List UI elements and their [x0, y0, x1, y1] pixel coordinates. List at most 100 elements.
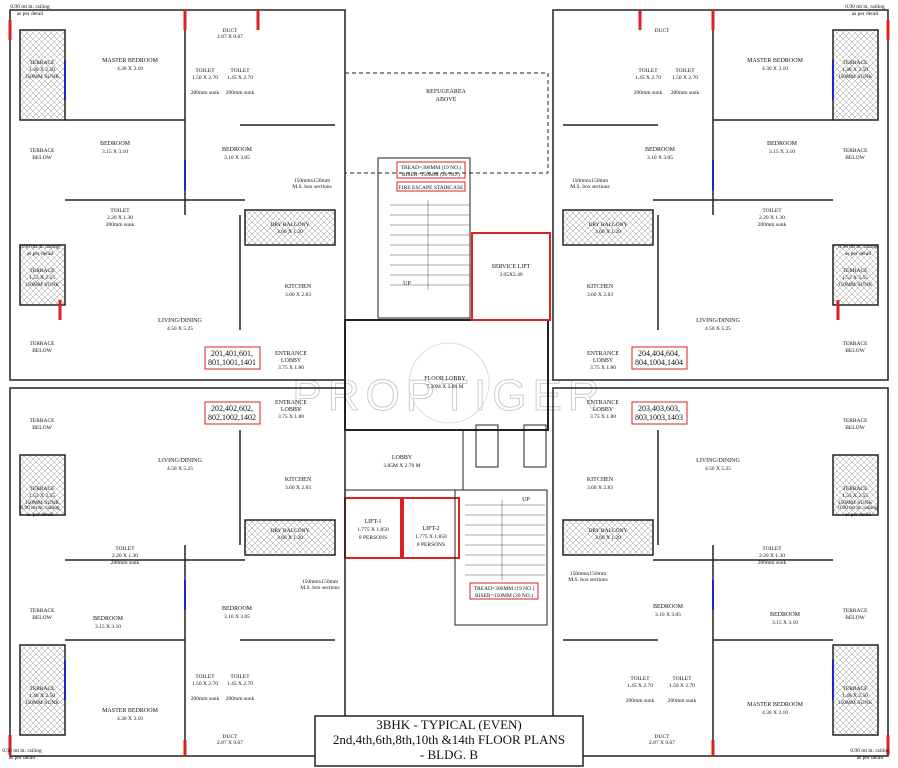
plan-label: BEDROOM	[222, 606, 253, 612]
plan-label: 1.50 X 2.70	[192, 75, 218, 81]
labels-bottom-right: ENTRANCE LOBBY 3.75 X 1.80 203,403,603, …	[568, 400, 890, 761]
plan-label: 2.20 X 1.30	[759, 553, 785, 559]
plan-label: TOILET	[672, 676, 692, 682]
plan-label: 804,1004,1404	[635, 358, 683, 367]
plan-label: 2.20 X 1.30	[107, 215, 133, 221]
plan-label: 200mm sunk	[671, 90, 700, 96]
plan-label: 1.50 X 2.70	[672, 75, 698, 81]
plan-label: 1.45 X 2.70	[227, 75, 253, 81]
plan-label: 200mm sunk	[758, 560, 787, 566]
flat-outlines	[9, 9, 889, 757]
lobby-label: LOBBY	[392, 455, 413, 461]
plan-label: TERRACE	[842, 268, 868, 274]
plan-label: 0.90 mt ht. railing	[2, 748, 42, 754]
plan-label: ENTRANCE	[275, 400, 307, 406]
plan-label: 200mm sunk	[111, 560, 140, 566]
plan-label: 1.45 X 2.70	[227, 681, 253, 687]
plan-label: 803,1003,1403	[635, 413, 683, 422]
plan-label: 3.60 X 1.20	[277, 229, 303, 235]
plan-label: TOILET	[230, 674, 250, 680]
plan-label: 200mm sunk	[191, 90, 220, 96]
plan-label: 150mmx150mm	[570, 571, 607, 577]
plan-label: 2.20 X 1.30	[112, 553, 138, 559]
plan-label: LOBBY	[281, 358, 302, 364]
flat-bottom-right-outline	[552, 387, 889, 757]
plan-label: 3.60 X 2.83	[285, 485, 311, 491]
terrace-mid-bottom-left	[19, 454, 66, 516]
room-bedroom: BEDROOM	[767, 141, 798, 147]
plan-label: TOILET	[762, 546, 782, 552]
plan-label: TOILET	[638, 68, 658, 74]
plan-label: BELOW	[845, 615, 865, 621]
plan-label: 0.90 mt ht. railing	[850, 748, 890, 754]
plan-label: as per detail	[27, 512, 54, 518]
plan-label: 3.15 X 3.10	[102, 149, 128, 155]
lift-2-shaft	[402, 497, 460, 559]
column-markers	[8, 10, 890, 756]
plan-label: 3.15 X 3.10	[95, 624, 121, 630]
room-master-bedroom: MASTER BEDROOM	[747, 58, 804, 64]
room-master-bedroom: MASTER BEDROOM	[102, 58, 159, 64]
fire-staircase-outline	[377, 157, 471, 319]
flat-number-box	[204, 401, 261, 425]
plan-label: KITCHEN	[285, 477, 312, 483]
flat-number-box	[631, 346, 688, 370]
tread-note: TREAD=300MM (19 NO.)	[401, 164, 462, 171]
room-terrace: TERRACE	[29, 268, 55, 274]
plan-label: ENTRANCE	[587, 351, 619, 357]
plan-label: BEDROOM	[653, 604, 684, 610]
plan-label: RISER=150MM (20 NO.)	[475, 592, 533, 599]
plan-label: 801,1001,1401	[208, 358, 256, 367]
window-markers	[64, 60, 834, 700]
flat-number-box	[631, 401, 688, 425]
plan-label: ABOVE	[436, 97, 457, 103]
plan-label: 1.50 X 2.70	[669, 683, 695, 689]
plan-label: 8 PERSONS	[359, 535, 387, 541]
plan-label: 3.15 X 3.10	[769, 149, 795, 155]
plan-label: 150MM SUNK	[25, 74, 59, 80]
plan-label: 7.20M X 3.86 M	[426, 384, 463, 390]
room-toilet: TOILET	[110, 208, 130, 214]
terrace-mid-right	[832, 244, 879, 306]
floor-lobby-label: FLOOR LOBBY	[424, 376, 466, 382]
plan-label: 3.60 X 1.20	[595, 535, 621, 541]
dry-balcony-bottom-left	[244, 519, 336, 556]
plan-label: DRY BALCONY	[588, 528, 627, 534]
service-lift-shaft	[471, 232, 551, 321]
plan-label: 200mm sunk	[106, 222, 135, 228]
plan-label: 3.75 X 1.80	[590, 414, 616, 420]
room-dry-balcony: DRY BALCONY	[270, 222, 309, 228]
plan-label: TOILET	[630, 676, 650, 682]
plan-label: 200mm sunk	[626, 698, 655, 704]
plan-label: 4.30 X 3.10	[117, 66, 143, 72]
lower-staircase-outline	[454, 489, 548, 626]
plan-label: 150MM SUNK	[838, 500, 872, 506]
plan-label: M.S. box sections	[300, 585, 339, 591]
plan-label: BELOW	[845, 425, 865, 431]
plan-label: ENTRANCE	[587, 400, 619, 406]
room-toilet: TOILET	[230, 68, 250, 74]
room-bedroom: BEDROOM	[222, 147, 253, 153]
plan-label: TERRACE	[29, 486, 55, 492]
room-kitchen: KITCHEN	[587, 284, 614, 290]
railing-note: 0.90 mt ht. railing	[10, 4, 50, 10]
plan-label: TERRACE	[842, 418, 868, 424]
plan-label: 2.87 X 0.67	[217, 740, 243, 746]
plan-label: 3.75 X 1.80	[278, 414, 304, 420]
dry-balcony-top-right	[562, 209, 654, 246]
plan-label: 200mm sunk	[634, 90, 663, 96]
title-block: 3BHK - TYPICAL (EVEN) 2nd,4th,6th,8th,10…	[314, 715, 584, 767]
labels-top-left: MASTER BEDROOM 4.30 X 3.10 TOILET 1.50 X…	[10, 4, 332, 371]
plan-label: 200mm sunk	[226, 90, 255, 96]
room-bedroom: BEDROOM	[645, 147, 676, 153]
room-bedroom: BEDROOM	[100, 141, 131, 147]
terrace-mid-left	[19, 244, 66, 306]
plan-label: 3.10 X 3.05	[224, 155, 250, 161]
plan-label: MASTER BEDROOM	[747, 702, 804, 708]
up-label: UP	[522, 497, 530, 503]
plan-label: 1.48 X 2.50	[842, 693, 868, 699]
plan-label: 3.75 X 1.80	[278, 365, 304, 371]
plan-label: 2.20 X 1.30	[759, 215, 785, 221]
plan-label: 1.53 X 2.55	[29, 493, 55, 499]
